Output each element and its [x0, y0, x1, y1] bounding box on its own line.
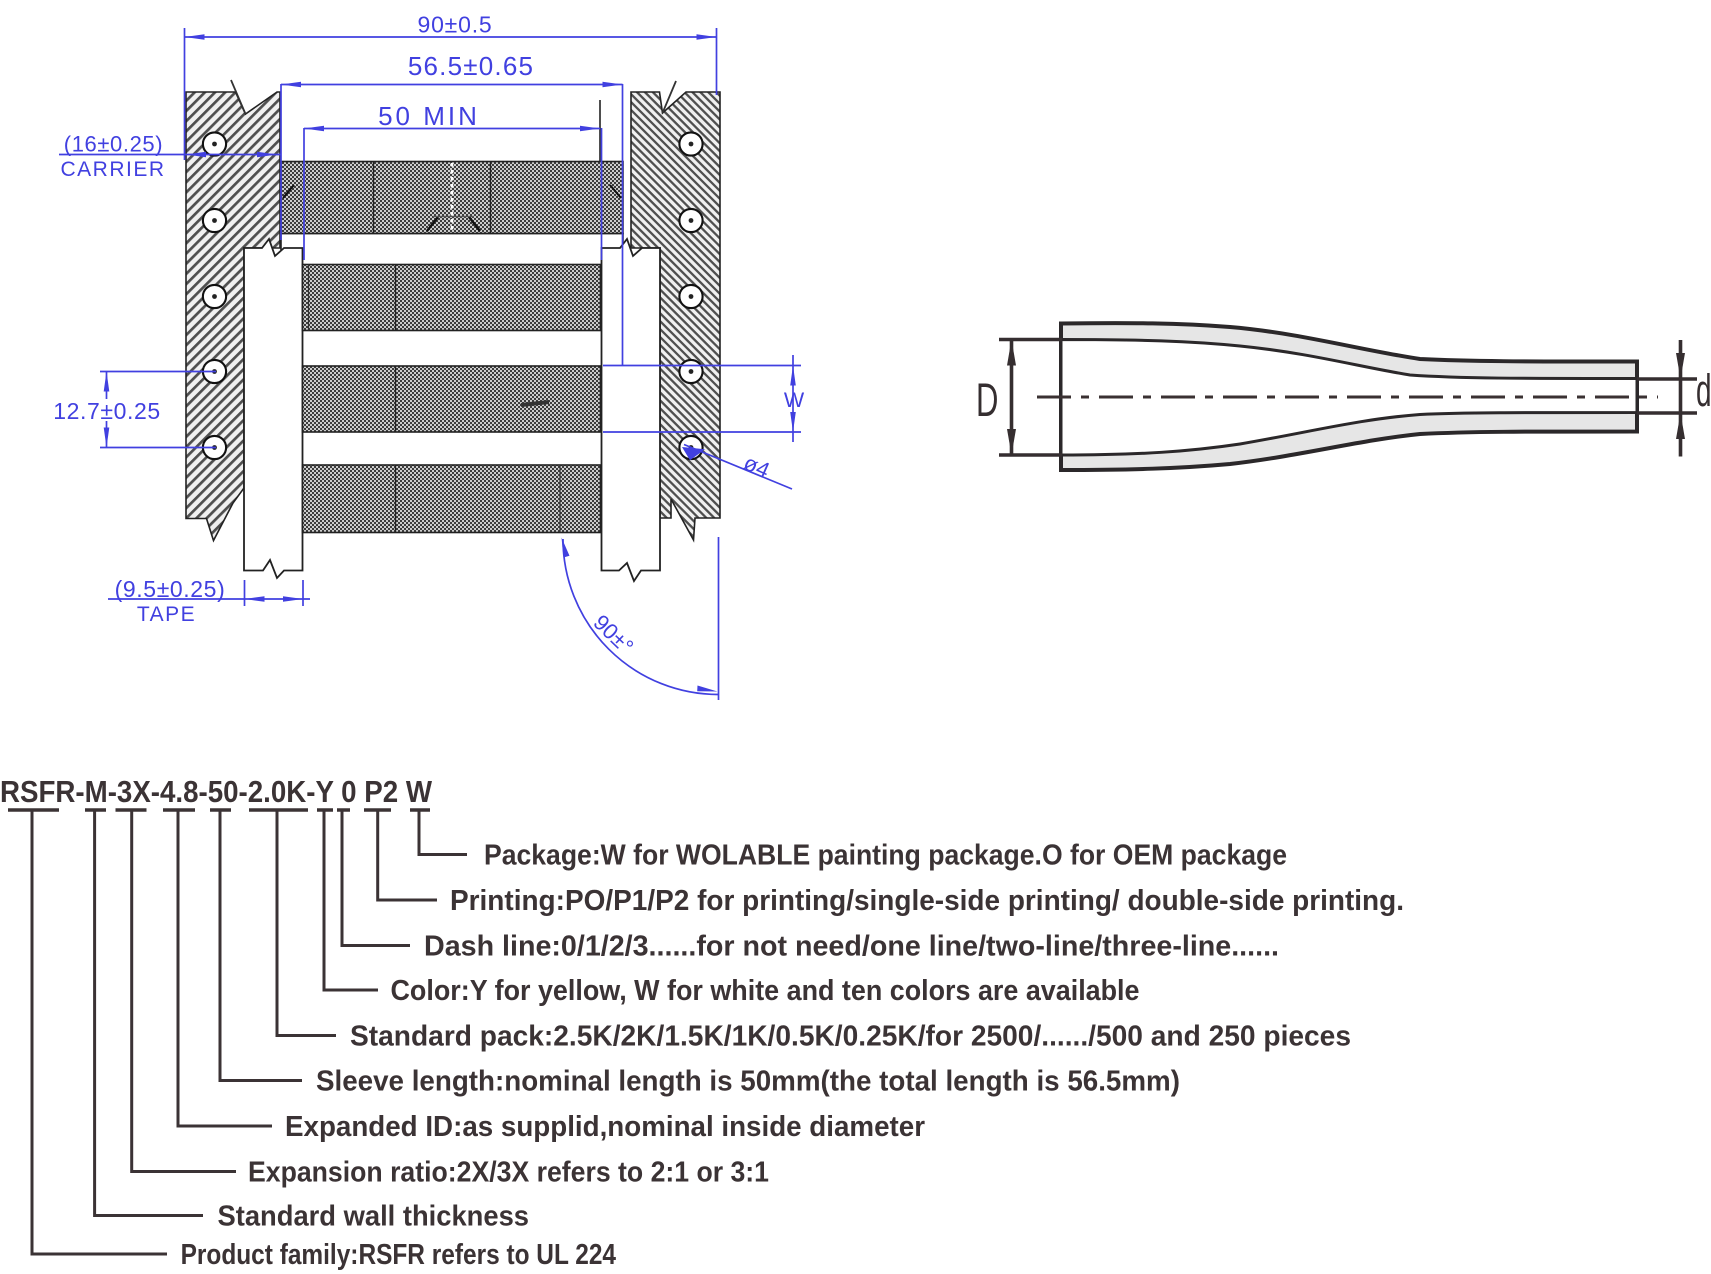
svg-text:Package:W for WOLABLE painting: Package:W for WOLABLE painting package.O… — [484, 840, 1287, 872]
svg-text:Color:Y for yellow, W for whit: Color:Y for yellow, W for white and ten … — [391, 975, 1140, 1007]
svg-text:50 MIN: 50 MIN — [378, 101, 480, 131]
svg-text:Product family:RSFR refers to: Product family:RSFR refers to UL 224 — [181, 1239, 616, 1271]
svg-text:Expansion ratio:2X/3X refers t: Expansion ratio:2X/3X refers to 2:1 or 3… — [248, 1157, 769, 1189]
svg-text:Printing:PO/P1/P2 for printing: Printing:PO/P1/P2 for printing/single-si… — [450, 885, 1404, 917]
svg-text:TAPE: TAPE — [137, 603, 196, 626]
svg-text:RSFR-M-3X-4.8-50-2.0K-Y 0 P2 W: RSFR-M-3X-4.8-50-2.0K-Y 0 P2 W — [0, 774, 433, 809]
svg-text:Dash line:0/1/2/3......for not: Dash line:0/1/2/3......for not need/one … — [424, 931, 1279, 963]
svg-text:(16±0.25): (16±0.25) — [64, 132, 163, 157]
svg-text:56.5±0.65: 56.5±0.65 — [408, 51, 534, 81]
svg-text:Standard pack:2.5K/2K/1.5K/1K/: Standard pack:2.5K/2K/1.5K/1K/0.5K/0.25K… — [350, 1021, 1351, 1053]
svg-text:12.7±0.25: 12.7±0.25 — [53, 398, 161, 424]
svg-text:Standard wall thickness: Standard wall thickness — [218, 1201, 530, 1233]
svg-text:D: D — [976, 375, 998, 427]
svg-text:(9.5±0.25): (9.5±0.25) — [115, 576, 226, 602]
svg-text:CARRIER: CARRIER — [60, 158, 165, 181]
svg-text:Expanded ID:as supplid,nominal: Expanded ID:as supplid,nominal inside di… — [285, 1111, 925, 1143]
svg-text:Sleeve length:nominal length i: Sleeve length:nominal length is 50mm(the… — [316, 1066, 1180, 1098]
svg-text:W: W — [784, 388, 805, 412]
svg-text:90±0.5: 90±0.5 — [418, 12, 493, 38]
svg-text:d: d — [1696, 365, 1711, 415]
